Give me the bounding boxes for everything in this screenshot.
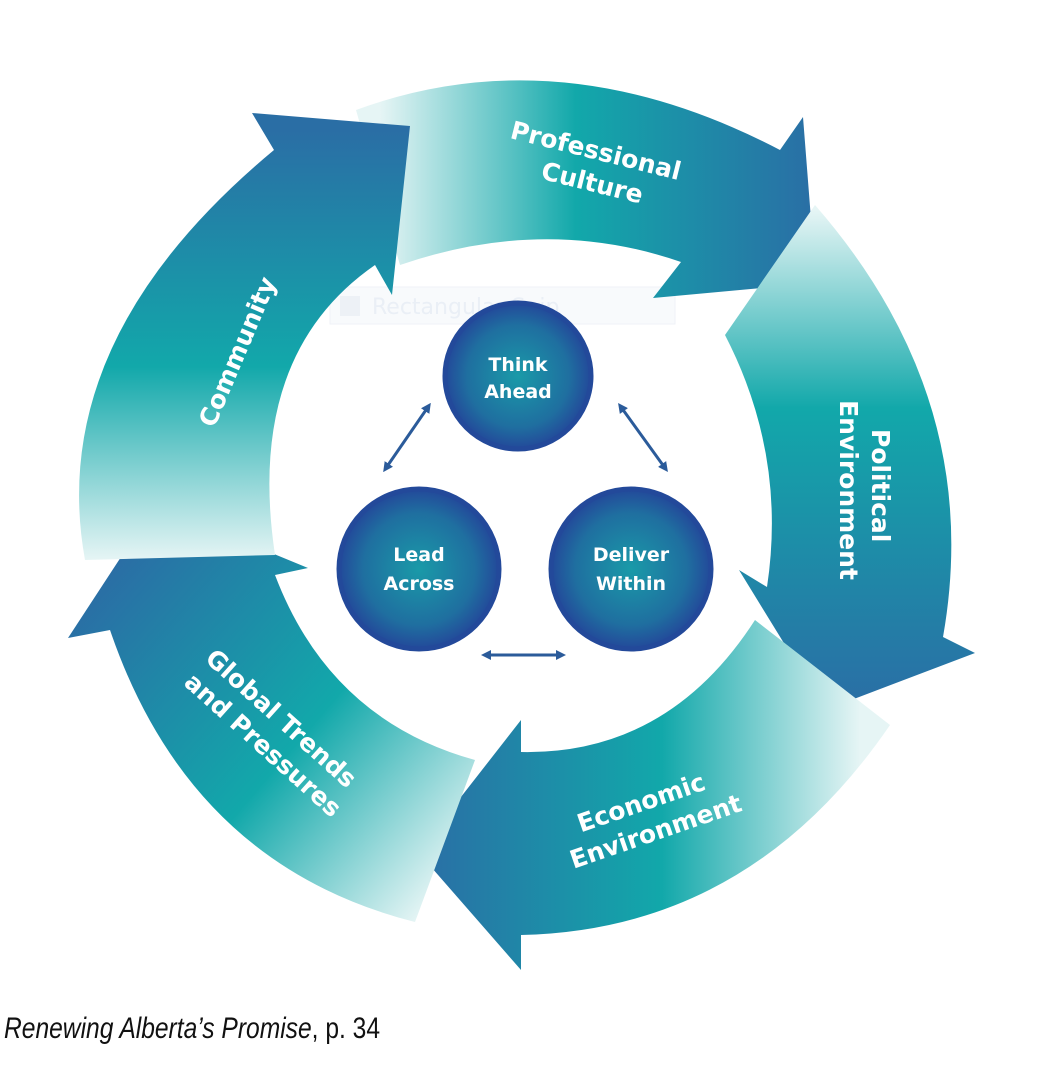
segment-economic-environment [418, 620, 890, 970]
source-caption: Renewing Alberta’s Promise, p. 34 [4, 1012, 380, 1046]
circle-deliver-within: Deliver Within [548, 486, 714, 652]
circle-deliver-within-line2: Within [596, 573, 666, 595]
label-political-environment: Political Environment [834, 400, 895, 580]
segment-community [79, 113, 410, 560]
circle-think-ahead-line1: Think [488, 354, 548, 376]
segment-political-environment [725, 205, 975, 710]
circle-think-ahead-line2: Ahead [484, 381, 552, 403]
label-political-environment-line2: Environment [834, 400, 863, 580]
segment-professional-culture [356, 80, 816, 298]
circle-lead-across-line2: Across [383, 573, 454, 595]
circle-lead-across-line1: Lead [393, 544, 444, 566]
caption-suffix: , p. 34 [311, 1012, 381, 1045]
connector-arrow-lead-think [383, 402, 431, 473]
circle-lead-across: Lead Across [336, 486, 502, 652]
label-political-environment-line1: Political [866, 429, 895, 542]
cycle-diagram: Rectangular Snip Professional Culture Po… [68, 80, 975, 970]
connector-arrow-think-deliver [618, 402, 668, 473]
circle-deliver-within-line1: Deliver [593, 544, 670, 566]
segment-global-trends [68, 505, 475, 922]
circle-think-ahead: Think Ahead [442, 300, 594, 452]
caption-title: Renewing Alberta’s Promise [4, 1012, 312, 1045]
